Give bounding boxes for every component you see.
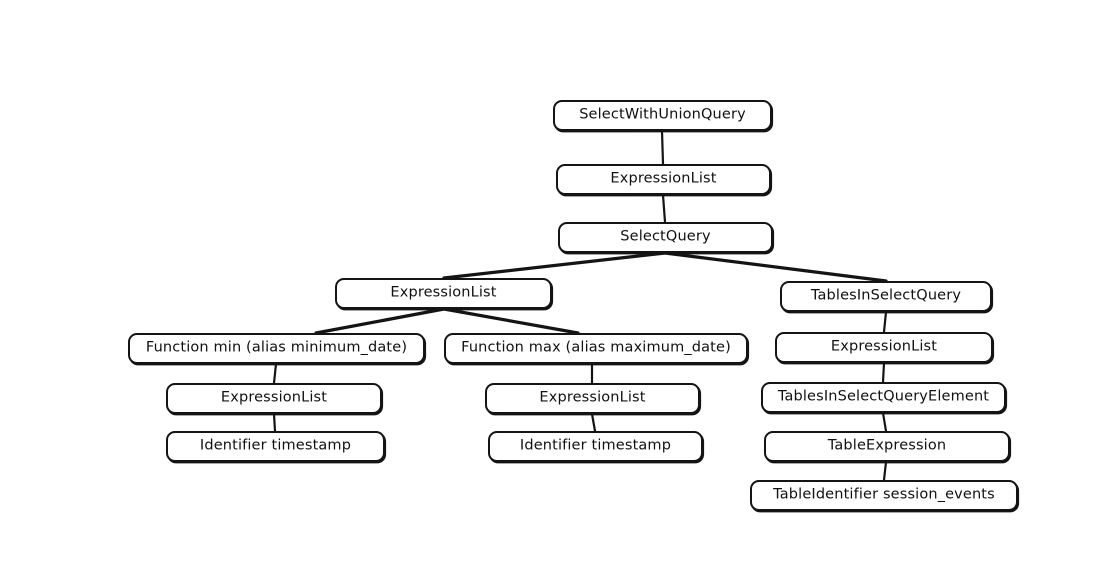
- tree-node[interactable]: Function max (alias maximum_date): [444, 333, 748, 364]
- tree-edge: [442, 251, 667, 280]
- tree-node-label: Function min (alias minimum_date): [145, 339, 408, 356]
- tree-node[interactable]: TablesInSelectQuery: [780, 281, 992, 312]
- tree-node[interactable]: ExpressionList: [556, 164, 771, 195]
- tree-node[interactable]: Function min (alias minimum_date): [128, 333, 425, 364]
- tree-node-label: TablesInSelectQueryElement: [777, 388, 990, 405]
- tree-node[interactable]: TablesInSelectQueryElement: [761, 382, 1006, 413]
- tree-node[interactable]: ExpressionList: [485, 383, 700, 414]
- tree-edge: [882, 310, 888, 334]
- tree-edge: [663, 251, 888, 283]
- tree-node[interactable]: SelectQuery: [558, 222, 773, 253]
- tree-node[interactable]: ExpressionList: [335, 278, 552, 309]
- tree-node-label: Function max (alias maximum_date): [461, 339, 731, 356]
- tree-node-label: Identifier timestamp: [519, 437, 672, 454]
- tree-edge: [881, 411, 888, 433]
- tree-node-label: ExpressionList: [610, 170, 717, 187]
- tree-node[interactable]: ExpressionList: [775, 332, 993, 363]
- tree-edge: [272, 412, 277, 433]
- tree-node-label: Identifier timestamp: [199, 437, 352, 454]
- tree-node-label: TableExpression: [827, 437, 947, 454]
- tree-edge: [660, 129, 665, 166]
- tree-node-label: ExpressionList: [539, 389, 646, 406]
- tree-node-label: SelectQuery: [620, 228, 711, 245]
- tree-node[interactable]: TableExpression: [764, 431, 1010, 462]
- tree-edge: [882, 460, 888, 482]
- tree-node[interactable]: Identifier timestamp: [488, 431, 703, 462]
- tree-node-label: TableIdentifier session_events: [773, 486, 995, 503]
- tree-node-label: ExpressionList: [830, 338, 938, 355]
- tree-edge: [590, 412, 597, 433]
- tree-edge: [442, 307, 580, 335]
- tree-node[interactable]: ExpressionList: [166, 383, 382, 414]
- tree-node[interactable]: SelectWithUnionQuery: [553, 100, 772, 131]
- tree-node[interactable]: TableIdentifier session_events: [750, 480, 1018, 511]
- tree-edge: [661, 193, 667, 224]
- tree-edge: [314, 307, 446, 335]
- tree-node-label: TablesInSelectQuery: [810, 287, 962, 304]
- tree-node-label: SelectWithUnionQuery: [579, 106, 746, 123]
- tree-edge: [272, 362, 278, 385]
- tree-edge: [881, 361, 886, 384]
- tree-node-label: ExpressionList: [390, 284, 497, 301]
- tree-node-label: ExpressionList: [220, 389, 328, 406]
- tree-node[interactable]: Identifier timestamp: [166, 431, 385, 462]
